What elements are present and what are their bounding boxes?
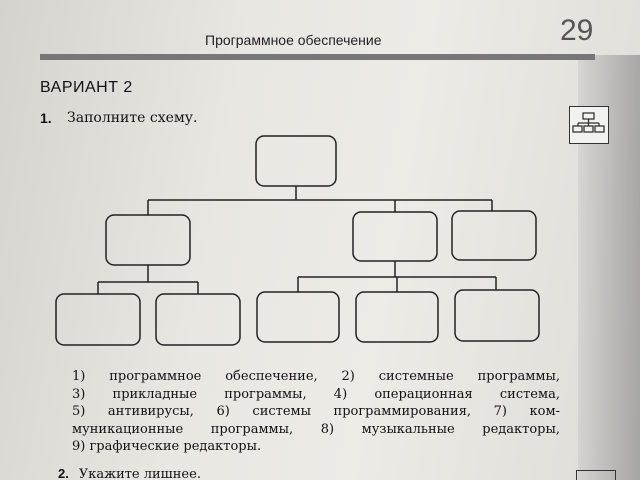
scheme-box-level2-middle — [352, 211, 438, 262]
task-1-instruction: Заполните схему. — [67, 110, 198, 126]
scheme-box-level2-left — [105, 214, 191, 266]
answer-line: 5) антивирусы, 6) системы программирован… — [72, 404, 560, 419]
answer-line: 3) прикладные программы, 4) операционная… — [72, 386, 560, 402]
scheme-box-middle-child-3 — [454, 289, 540, 342]
tree-scheme-icon — [569, 106, 609, 144]
task-2-instruction: Укажите лишнее. — [78, 467, 201, 480]
header-rule — [40, 54, 595, 60]
answer-line: 1) программное обеспечение, 2) системные… — [72, 369, 560, 384]
task-2: 2. Укажите лишнее. — [58, 466, 201, 480]
scheme-box-left-child-1 — [55, 293, 141, 346]
running-head: Программное обеспечение — [205, 32, 382, 48]
variant-title: ВАРИАНТ 2 — [40, 79, 133, 96]
scheme-box-middle-child-1 — [256, 291, 340, 343]
page-number: 29 — [560, 14, 594, 47]
answer-line: муникационные программы, 8) музыкальные … — [72, 421, 560, 437]
answer-line: 9) графические редакторы. — [72, 439, 262, 454]
answer-options: 1) программное обеспечение, 2) системные… — [72, 368, 560, 456]
task-2-number: 2. — [58, 466, 69, 480]
scheme-box-middle-child-2 — [355, 291, 439, 343]
task-1-number: 1. — [40, 110, 52, 126]
scheme-box-left-child-2 — [155, 293, 241, 346]
scheme-box-level2-right — [451, 210, 537, 261]
task-2-icon-frame — [576, 470, 616, 480]
scheme-box-root — [255, 135, 337, 187]
